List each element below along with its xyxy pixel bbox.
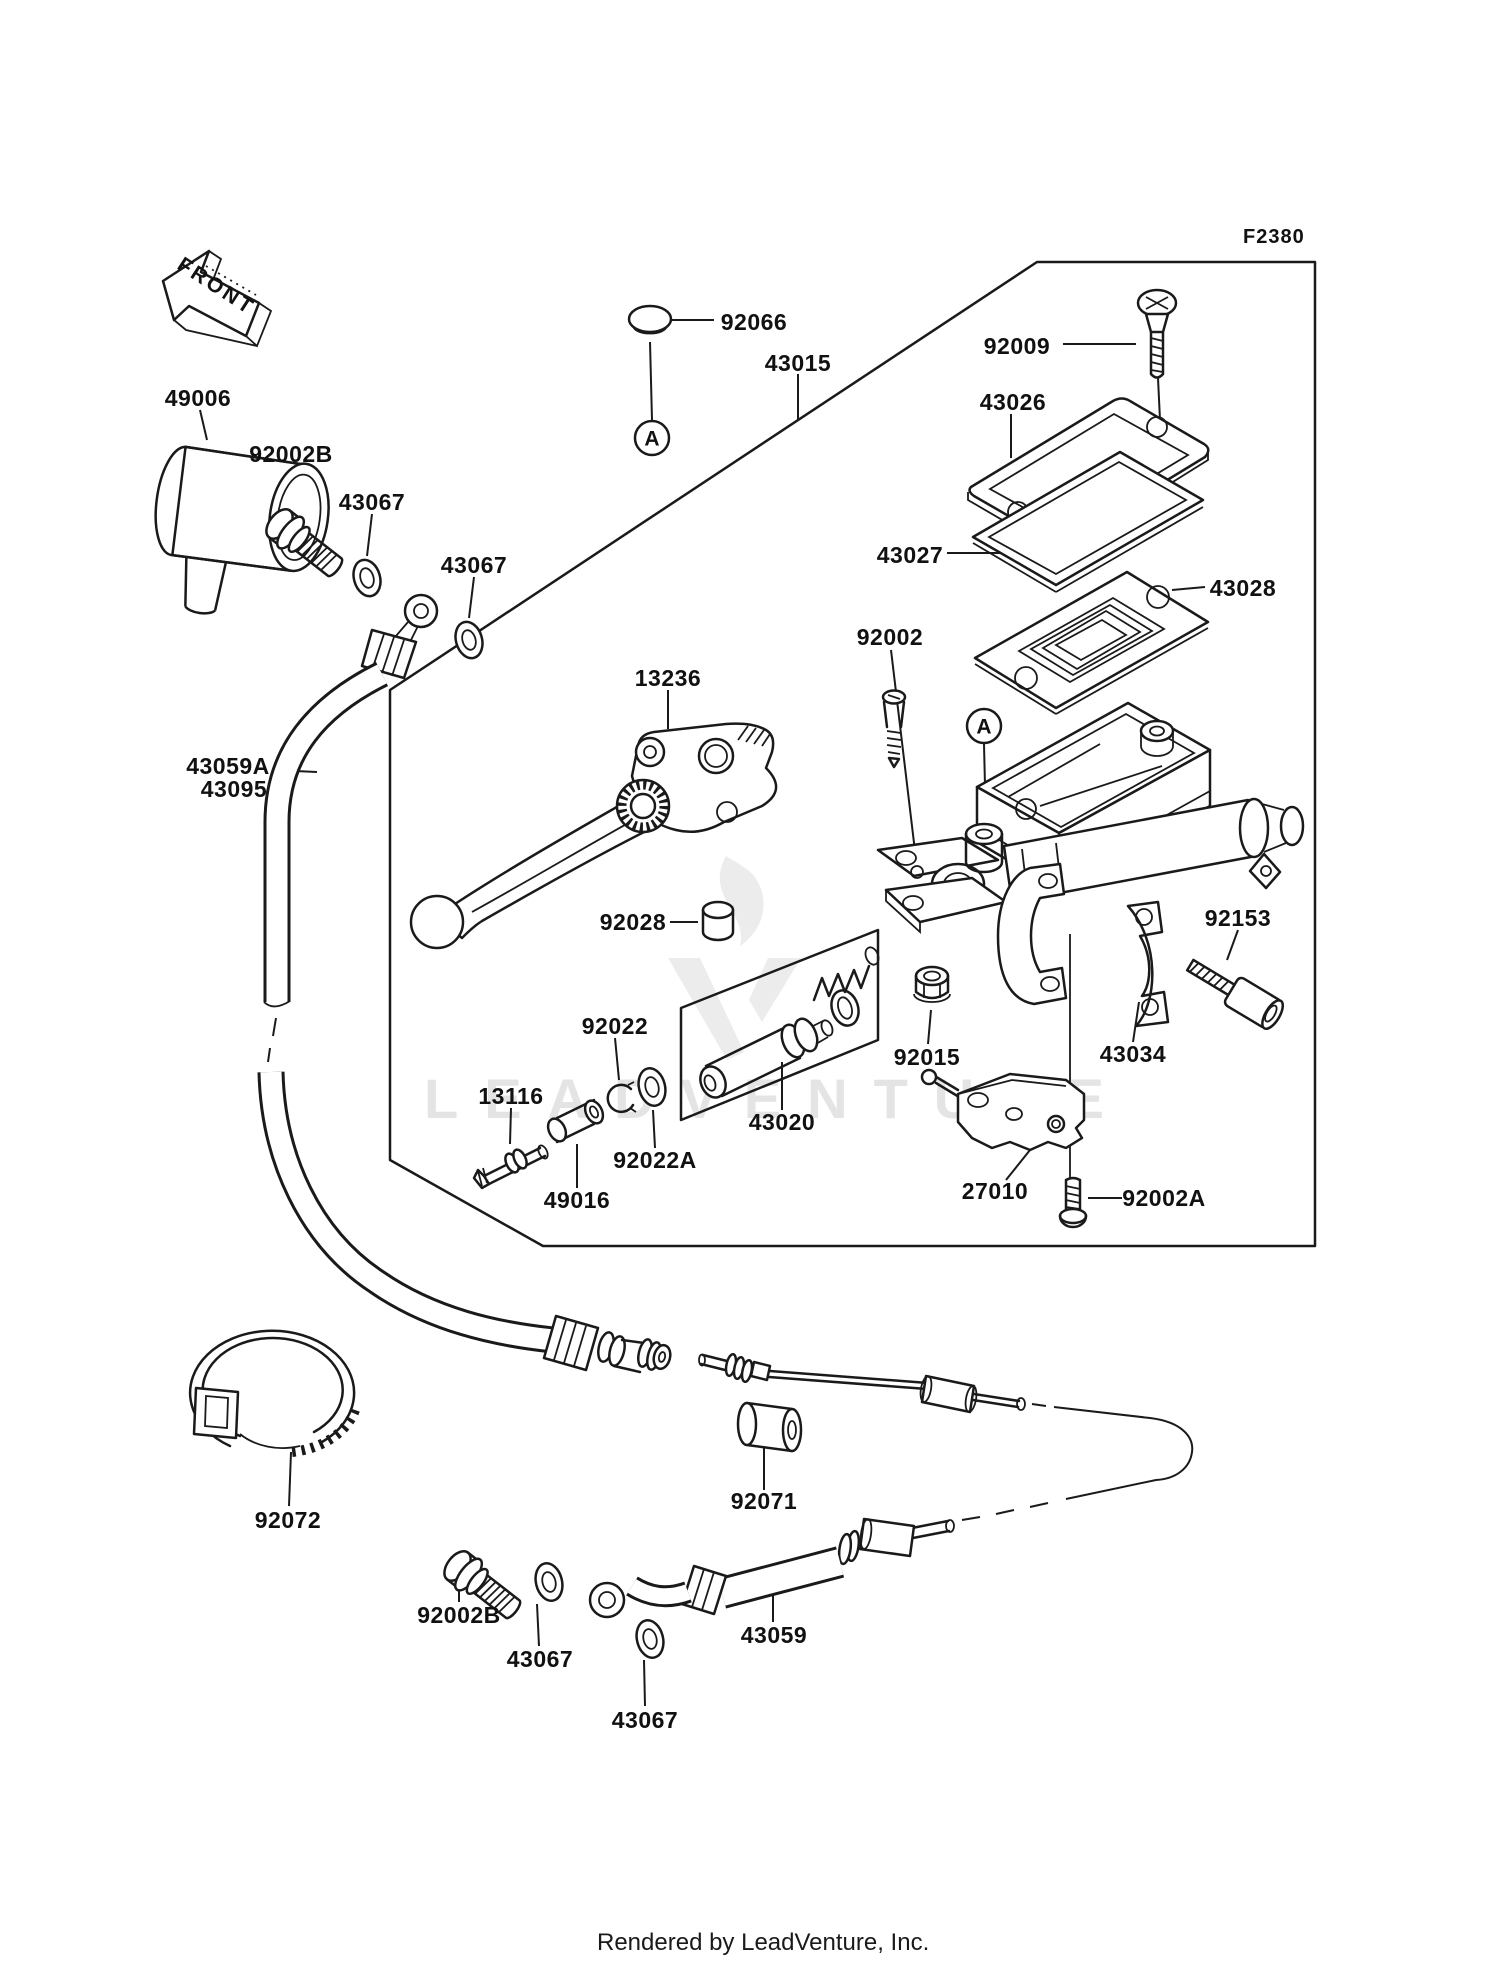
part-label-92002B-27[interactable]: 92002B	[417, 1602, 501, 1628]
part-drawing-13236	[409, 722, 778, 950]
part-drawing-13116	[472, 1144, 549, 1190]
part-label-92015-21[interactable]: 92015	[894, 1044, 960, 1070]
part-drawing-43067-top2	[454, 620, 484, 660]
part-drawing-43028	[973, 570, 1210, 715]
part-drawing-43067-bottom2	[635, 1619, 665, 1659]
part-drawing-92072	[188, 1329, 360, 1457]
part-drawing-lower-cable	[588, 1517, 955, 1619]
part-drawing-92066	[627, 304, 673, 335]
part-label-43034-22[interactable]: 43034	[1100, 1041, 1166, 1067]
part-drawing-92022	[606, 1081, 637, 1114]
part-label-43095-13[interactable]: 43095	[201, 776, 267, 802]
part-label-43067-11[interactable]: 43067	[441, 552, 507, 578]
repair-kit-box-outline	[679, 928, 880, 1122]
callout-a-0: A	[633, 419, 671, 457]
watermark-v-right	[749, 958, 801, 1022]
part-label-43059A-12[interactable]: 43059A	[186, 753, 270, 779]
part-drawing-92002	[881, 689, 907, 769]
part-drawing-92028	[701, 900, 735, 942]
part-label-92002-6[interactable]: 92002	[857, 624, 923, 650]
part-label-92009-2[interactable]: 92009	[984, 333, 1050, 359]
part-label-43067-30[interactable]: 43067	[612, 1707, 678, 1733]
diagram-code: F2380	[1243, 226, 1305, 248]
part-label-43059-29[interactable]: 43059	[741, 1622, 807, 1648]
part-label-92071-26[interactable]: 92071	[731, 1488, 797, 1514]
part-label-27010-23[interactable]: 27010	[962, 1178, 1028, 1204]
callout-a-1: A	[965, 707, 1003, 745]
part-label-43026-3[interactable]: 43026	[980, 389, 1046, 415]
part-drawing-92009	[1136, 288, 1178, 379]
part-drawing-cable-upper	[698, 1352, 1194, 1521]
part-label-49006-8[interactable]: 49006	[165, 385, 231, 411]
svg-text:A: A	[976, 716, 991, 739]
part-drawing-92071	[736, 1401, 803, 1453]
part-drawing-92002B-top	[265, 507, 344, 578]
front-arrow-icon: FRONT	[161, 249, 273, 348]
part-label-43028-5[interactable]: 43028	[1210, 575, 1276, 601]
part-drawing-43034	[1126, 900, 1170, 1028]
part-label-13236-7[interactable]: 13236	[635, 665, 701, 691]
part-drawing-43027	[971, 450, 1205, 593]
part-label-92022-16[interactable]: 92022	[582, 1013, 648, 1039]
part-label-43067-28[interactable]: 43067	[507, 1646, 573, 1672]
part-drawing-92022A	[637, 1067, 667, 1107]
part-label-43015-1[interactable]: 43015	[765, 350, 831, 376]
part-drawing-92002B-bottom	[443, 1549, 522, 1620]
part-drawing-43020	[699, 946, 880, 1099]
part-label-43027-4[interactable]: 43027	[877, 542, 943, 568]
watermark-flame-icon	[719, 856, 764, 946]
part-drawing-master-cylinder-body	[876, 797, 1305, 1006]
part-label-13116-17[interactable]: 13116	[478, 1083, 543, 1109]
part-label-92066-0[interactable]: 92066	[721, 309, 787, 335]
detail-box-outline	[388, 260, 1317, 1248]
part-drawing-92002A	[1058, 1176, 1088, 1229]
part-drawing-92015	[913, 965, 951, 1003]
part-drawing-43067-bottom1	[534, 1562, 564, 1602]
part-label-92072-25[interactable]: 92072	[255, 1507, 321, 1533]
part-drawing-92153	[1185, 958, 1285, 1031]
part-label-92022A-18[interactable]: 92022A	[613, 1147, 697, 1173]
part-labels-layer: 92066 43015 92009 43026 43027 43028 92002 13236…	[165, 309, 1276, 1733]
part-drawing-49016	[546, 1098, 605, 1144]
part-label-92028-14[interactable]: 92028	[600, 909, 666, 935]
part-label-49016-19[interactable]: 49016	[544, 1187, 610, 1213]
part-drawing-upper-hose	[257, 593, 672, 1374]
watermark-v-left	[668, 958, 744, 1060]
part-drawing-43067-top1	[352, 558, 382, 598]
part-label-43067-10[interactable]: 43067	[339, 489, 405, 515]
part-label-92002B-9[interactable]: 92002B	[249, 441, 333, 467]
svg-text:A: A	[644, 428, 659, 451]
footer-credit: Rendered by LeadVenture, Inc.	[597, 1929, 929, 1956]
part-label-92002A-24[interactable]: 92002A	[1122, 1185, 1206, 1211]
part-label-92153-15[interactable]: 92153	[1205, 905, 1271, 931]
part-label-43020-20[interactable]: 43020	[749, 1109, 815, 1135]
callouts-layer: AA	[633, 419, 1003, 745]
part-drawing-27010	[920, 1068, 1086, 1152]
